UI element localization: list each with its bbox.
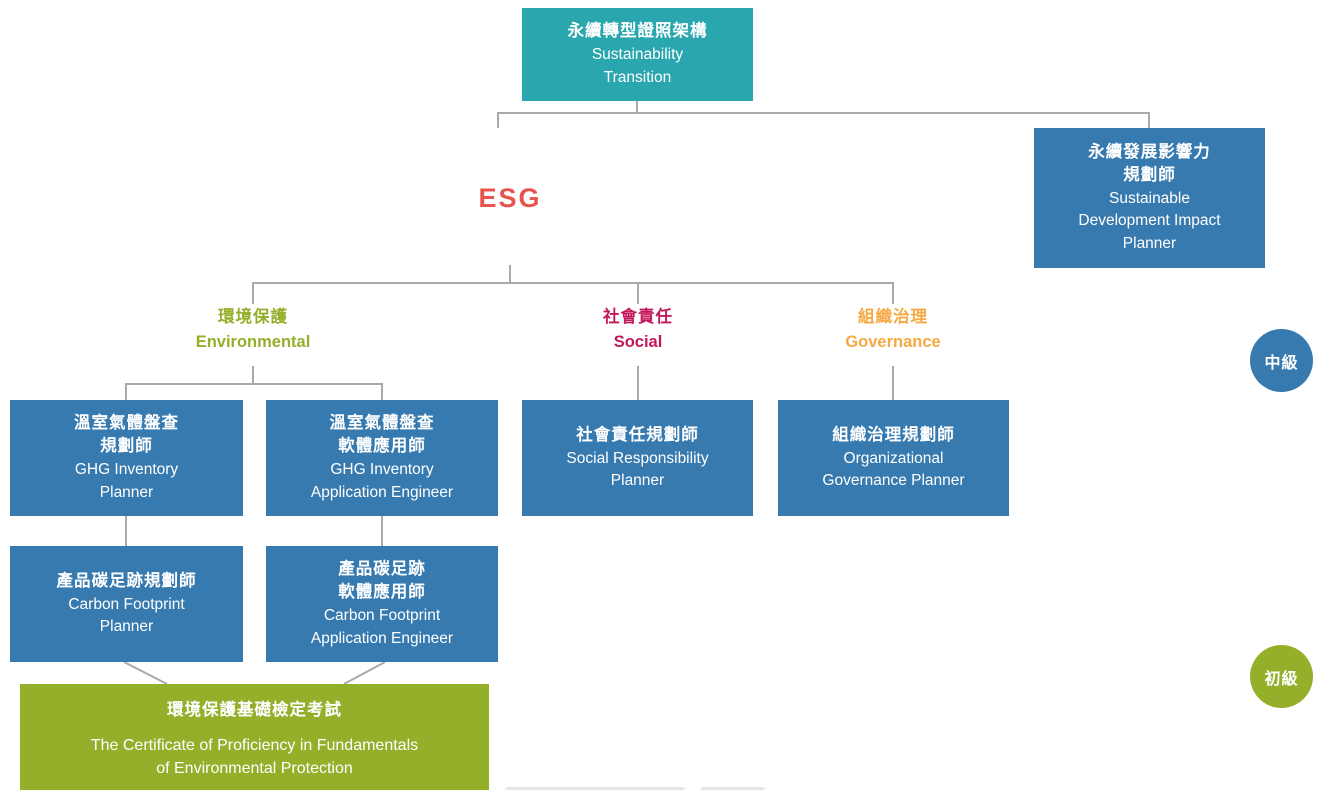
node-title-en: GHG Inventory Application Engineer [310, 461, 454, 501]
category-label-zh: 環境保護 [218, 308, 288, 326]
node-organizational-governance-planner: 組織治理規劃師 Organizational Governance Planne… [778, 400, 1009, 516]
node-carbon-footprint-planner: 產品碳足跡規劃師 Carbon Footprint Planner [10, 546, 243, 662]
cutoff-artifact [700, 787, 765, 790]
category-social: 社會責任 Social [548, 305, 728, 355]
node-title-zh: 產品碳足跡 軟體應用師 [338, 560, 426, 601]
category-label-en: Governance [845, 333, 941, 351]
node-title-en: Sustainability Transition [591, 46, 684, 86]
node-title-en: GHG Inventory Planner [74, 461, 179, 501]
node-title-en: Sustainable Development Impact Planner [1078, 189, 1221, 252]
level-badge-beginner: 初級 [1250, 645, 1313, 708]
category-label-zh: 組織治理 [858, 308, 928, 326]
node-title-en: Social Responsibility Planner [566, 449, 709, 490]
category-label-en: Environmental [195, 333, 311, 351]
node-title-zh: 溫室氣體盤查 規劃師 [74, 414, 179, 455]
node-title-zh: 環境保護基礎檢定考試 [167, 700, 342, 719]
cutoff-artifact [505, 787, 685, 790]
esg-heading: ESG [478, 183, 542, 213]
node-title-zh: 社會責任規劃師 [576, 425, 699, 444]
node-title-zh: 溫室氣體盤查 軟體應用師 [329, 414, 435, 455]
node-title-en: The Certificate of Proficiency in Fundam… [90, 736, 419, 777]
node-ghg-inventory-planner: 溫室氣體盤查 規劃師 GHG Inventory Planner [10, 400, 243, 516]
node-title-en: Carbon Footprint Application Engineer [310, 607, 454, 647]
node-social-responsibility-planner: 社會責任規劃師 Social Responsibility Planner [522, 400, 753, 516]
node-sustainability-transition: 永續轉型證照架構 Sustainability Transition [522, 8, 753, 101]
category-environmental: 環境保護 Environmental [163, 305, 343, 355]
node-title-zh: 組織治理規劃師 [832, 425, 955, 444]
node-title-en: Carbon Footprint Planner [68, 595, 185, 636]
category-governance: 組織治理 Governance [803, 305, 983, 355]
node-foundation-exam: 環境保護基礎檢定考試 The Certificate of Proficienc… [20, 684, 489, 790]
node-carbon-footprint-application-engineer: 產品碳足跡 軟體應用師 Carbon Footprint Application… [266, 546, 498, 662]
node-title-zh: 產品碳足跡規劃師 [56, 571, 197, 590]
node-title-zh: 永續轉型證照架構 [567, 22, 708, 40]
node-title-en: Organizational Governance Planner [822, 449, 965, 490]
category-label-zh: 社會責任 [603, 308, 673, 326]
node-ghg-inventory-application-engineer: 溫室氣體盤查 軟體應用師 GHG Inventory Application E… [266, 400, 498, 516]
level-badge-intermediate: 中級 [1250, 329, 1313, 392]
node-title-zh: 永續發展影響力 規劃師 [1088, 142, 1211, 184]
category-label-en: Social [613, 333, 663, 351]
node-sustainable-development-impact-planner: 永續發展影響力 規劃師 Sustainable Development Impa… [1034, 128, 1265, 268]
